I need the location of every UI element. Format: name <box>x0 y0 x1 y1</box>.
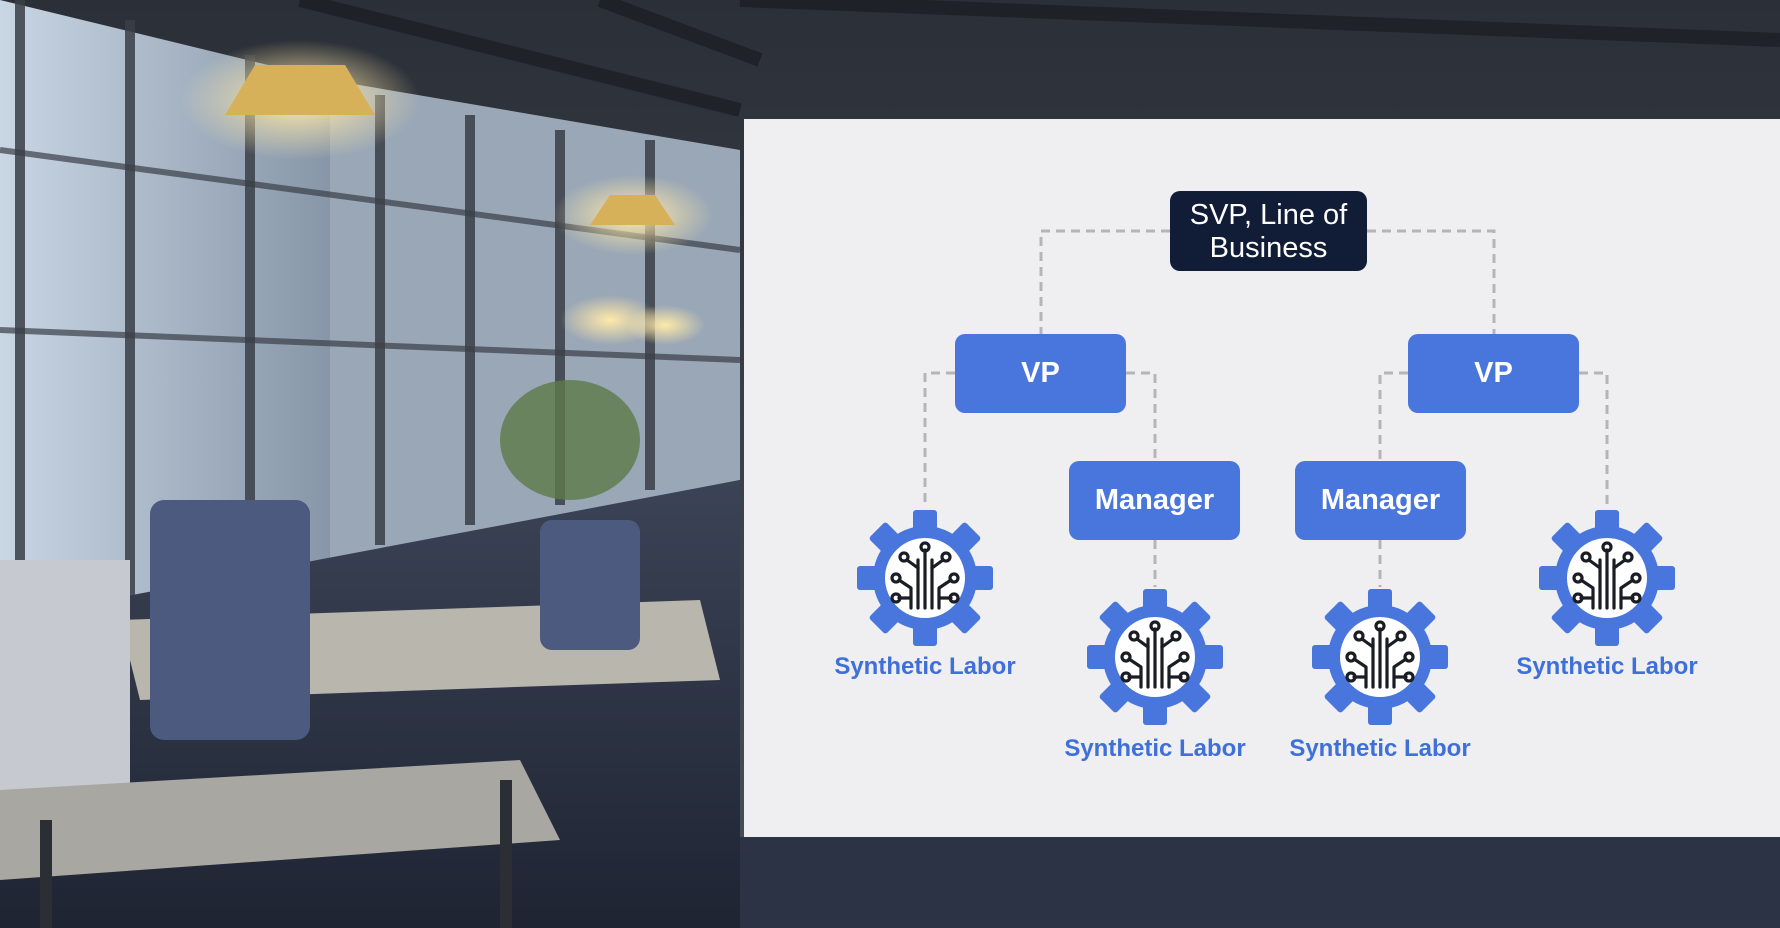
synthetic-labor-label-4: Synthetic Labor <box>1516 653 1698 680</box>
gear-circuit-icon <box>855 508 995 648</box>
vp-node-right: VP <box>1408 334 1579 413</box>
synthetic-labor-label-3: Synthetic Labor <box>1289 735 1471 762</box>
synthetic-labor-label-2: Synthetic Labor <box>1064 735 1246 762</box>
gear-circuit-icon <box>1310 587 1450 727</box>
svp-node: SVP, Line of Business <box>1170 191 1367 271</box>
gear-circuit-icon <box>1537 508 1677 648</box>
vp-node-left: VP <box>955 334 1126 413</box>
gear-circuit-icon <box>1085 587 1225 727</box>
synthetic-labor-label-1: Synthetic Labor <box>834 653 1016 680</box>
manager-node-right: Manager <box>1295 461 1466 540</box>
manager-node-left: Manager <box>1069 461 1240 540</box>
